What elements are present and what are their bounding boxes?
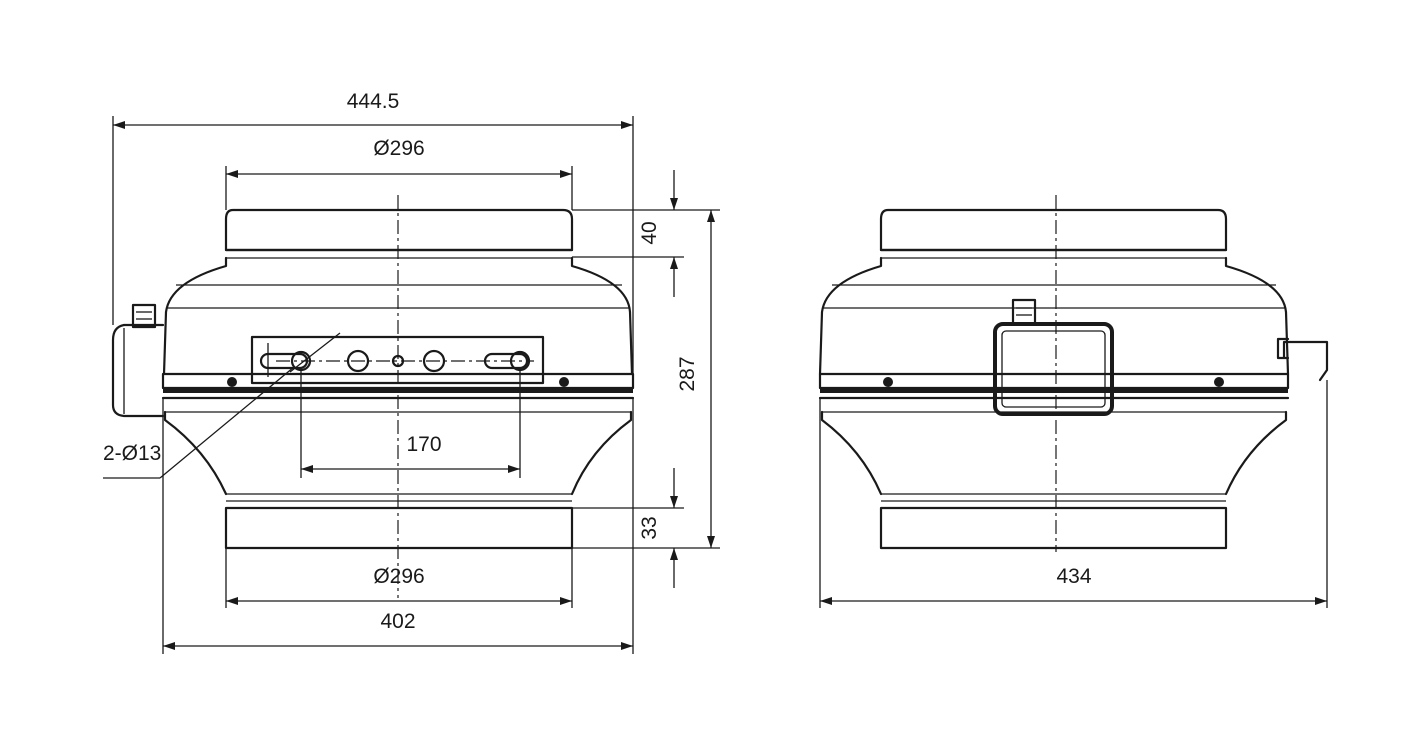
side-cable-gland-icon	[1011, 298, 1037, 326]
dim-total-height: 287	[676, 356, 699, 391]
cable-gland-icon	[131, 303, 157, 329]
dim-outlet-height: 33	[638, 516, 661, 539]
side-view	[818, 195, 1329, 552]
side-outlet-collar	[879, 506, 1228, 550]
dim-bracket-holes: 2-Ø13	[103, 442, 161, 465]
band-rivet-right	[559, 377, 569, 387]
side-terminal-box	[993, 322, 1114, 416]
dim-bottom-width: 402	[380, 610, 415, 633]
side-dimensions: 434	[819, 380, 1328, 608]
band-rivet-left	[227, 377, 237, 387]
front-view	[111, 195, 635, 598]
side-rivet-right	[1214, 377, 1224, 387]
dim-top-diameter: Ø296	[373, 137, 424, 160]
side-clamp-band	[818, 372, 1290, 390]
side-rivet-left	[883, 377, 893, 387]
front-inlet-collar	[224, 208, 574, 252]
front-dimensions: 444.5 Ø296 40 287 33 170 2-Ø13	[103, 90, 720, 654]
front-terminal-box	[111, 323, 165, 418]
bracket-hole	[346, 349, 370, 373]
slot-hole-left	[259, 352, 309, 370]
slot-hole-right	[483, 352, 529, 370]
side-inlet-collar	[879, 208, 1228, 252]
dim-hole-spacing: 170	[406, 433, 441, 456]
side-bracket-tab	[1276, 337, 1329, 382]
side-lower-housing	[820, 410, 1288, 496]
dim-overall-width: 444.5	[347, 90, 400, 113]
front-outlet-collar	[224, 506, 574, 550]
dim-side-width: 434	[1056, 565, 1091, 588]
dim-bottom-diameter: Ø296	[373, 565, 424, 588]
front-lower-housing	[163, 410, 633, 496]
side-upper-housing	[818, 256, 1290, 376]
dim-inlet-height: 40	[638, 221, 661, 244]
